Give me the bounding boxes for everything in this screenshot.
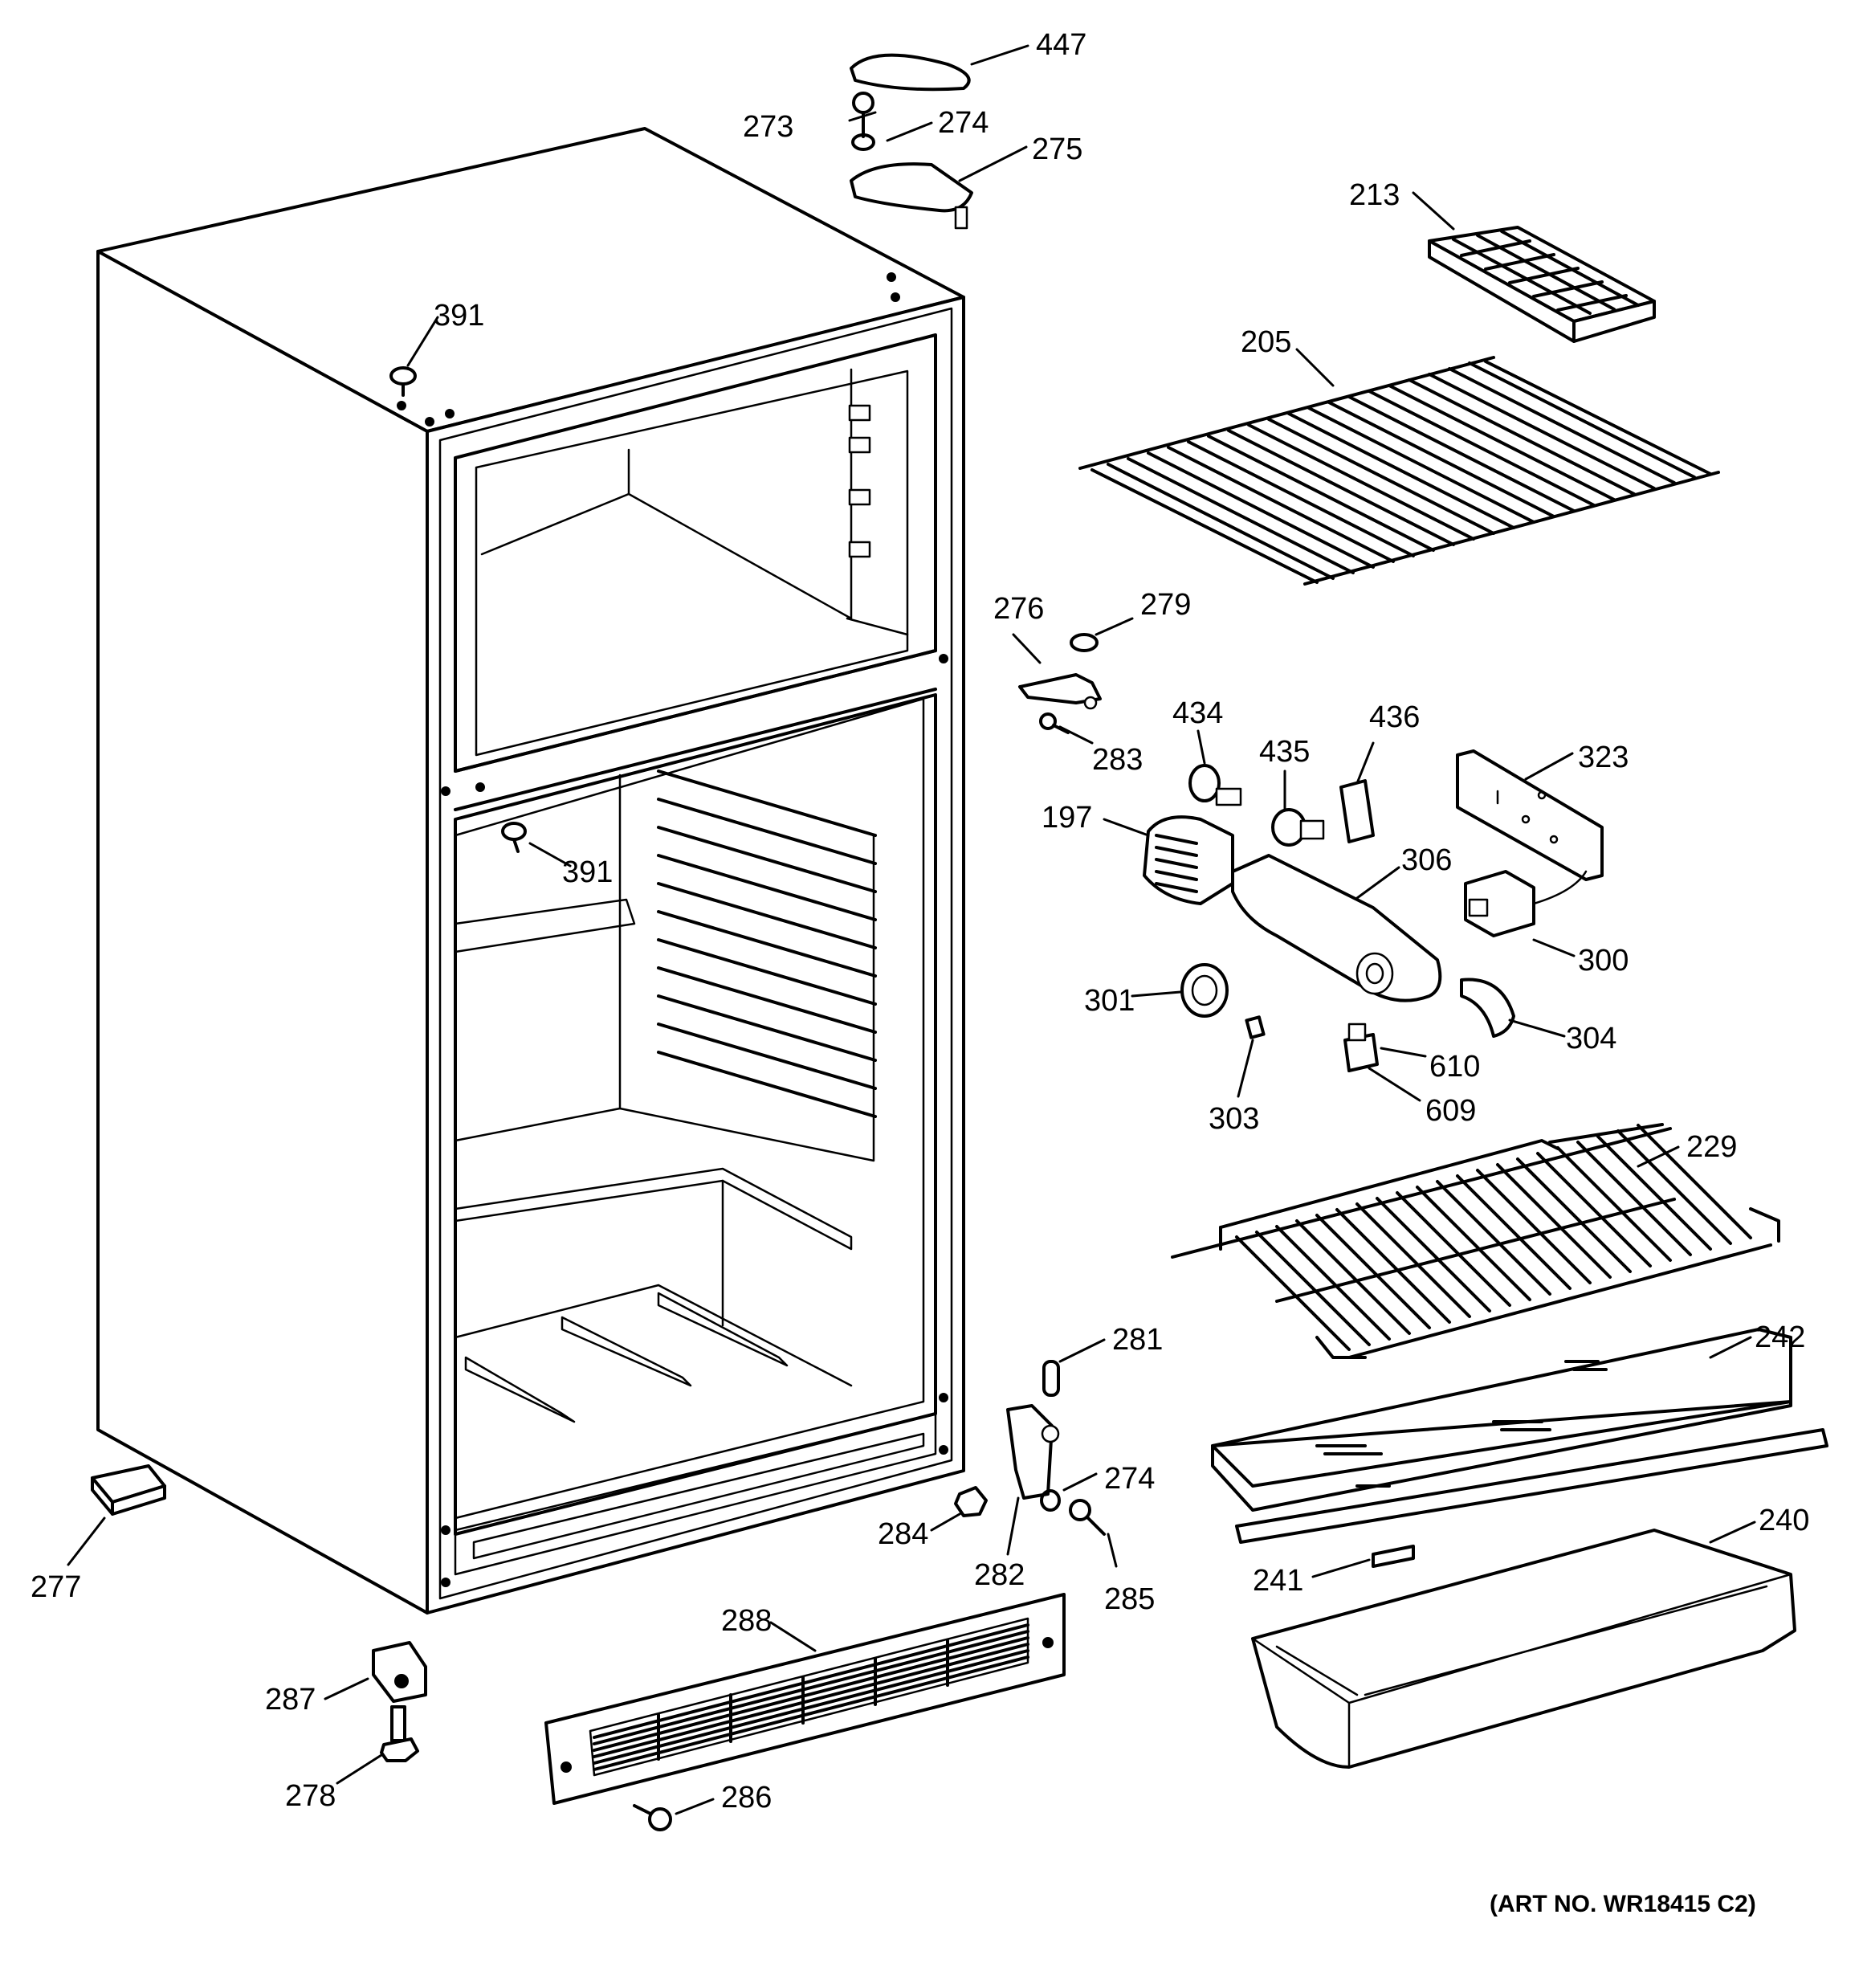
part-213-ice-tray	[1428, 226, 1656, 343]
part-241-trim	[1372, 1545, 1415, 1568]
part-274-washer-lower	[1040, 1489, 1061, 1512]
callout-447: 447	[1036, 28, 1086, 62]
part-276-hinge-bracket	[1018, 673, 1102, 704]
callout-205: 205	[1241, 325, 1291, 359]
part-283-screw	[1039, 712, 1070, 734]
part-274-washer	[851, 133, 875, 151]
callout-304: 304	[1566, 1022, 1616, 1055]
part-275-top-hinge	[850, 162, 973, 213]
callout-609: 609	[1425, 1094, 1476, 1128]
leader-lines	[67, 44, 1756, 1815]
refrigerator-cabinet	[96, 127, 965, 1614]
part-282-bottom-hinge	[1006, 1404, 1060, 1500]
callout-229: 229	[1686, 1130, 1737, 1164]
callout-241: 241	[1253, 1564, 1303, 1598]
callout-435: 435	[1259, 735, 1310, 769]
callout-436: 436	[1369, 700, 1420, 734]
part-304-bracket	[1460, 978, 1515, 1038]
callout-300: 300	[1578, 944, 1629, 978]
callout-283: 283	[1092, 743, 1143, 777]
part-285-screw	[1069, 1499, 1106, 1536]
callout-labels: 447 273 274 275 213 205 391 391 276 279 …	[31, 28, 1809, 1815]
part-323-mounting-plate	[1456, 749, 1604, 881]
callout-276: 276	[993, 592, 1044, 626]
part-273-screw	[852, 92, 874, 138]
callout-273: 273	[743, 110, 793, 144]
part-229-fresh-food-shelf	[1171, 1123, 1780, 1359]
callout-278: 278	[285, 1779, 336, 1813]
part-287-leveling-bracket	[372, 1641, 427, 1703]
part-391-plug-top	[389, 366, 417, 397]
callout-391-top: 391	[434, 299, 484, 333]
part-242-glass-shelf	[1211, 1328, 1828, 1544]
art-number: (ART NO. WR18415 C2)	[1490, 1891, 1756, 1917]
part-436-clip	[1339, 779, 1375, 843]
callout-284: 284	[878, 1517, 928, 1551]
callout-287: 287	[265, 1683, 316, 1717]
callout-277: 277	[31, 1570, 81, 1604]
callout-242: 242	[1755, 1321, 1805, 1354]
callout-303: 303	[1209, 1102, 1259, 1136]
part-240-pan	[1251, 1529, 1796, 1769]
part-277-leveling-block	[91, 1464, 166, 1516]
callout-285: 285	[1104, 1582, 1155, 1616]
part-286-screw	[633, 1804, 672, 1831]
callout-323: 323	[1578, 741, 1629, 774]
callout-610: 610	[1429, 1050, 1480, 1084]
callout-282: 282	[974, 1558, 1025, 1592]
callout-434: 434	[1172, 696, 1223, 730]
callout-281: 281	[1112, 1323, 1163, 1357]
callout-240: 240	[1759, 1504, 1809, 1537]
part-610-switch	[1343, 1023, 1379, 1072]
part-434-light-bulb	[1188, 764, 1242, 806]
callout-286: 286	[721, 1781, 772, 1815]
part-306-control-housing	[1231, 854, 1442, 1002]
part-435-socket	[1271, 808, 1325, 847]
callout-274-lower: 274	[1104, 1462, 1155, 1496]
part-391-plug-inner	[501, 822, 527, 853]
part-284-nut	[954, 1486, 988, 1517]
callout-301: 301	[1084, 984, 1135, 1018]
callout-275: 275	[1032, 133, 1082, 166]
part-288-base-grille	[544, 1593, 1066, 1805]
part-197-light-shield	[1143, 815, 1234, 905]
callout-274: 274	[938, 106, 989, 140]
part-300-thermostat	[1464, 870, 1588, 937]
part-303-indicator	[1245, 1015, 1266, 1039]
part-301-control-knob	[1180, 963, 1229, 1018]
callout-288: 288	[721, 1604, 772, 1638]
part-447-hinge-cover	[850, 53, 971, 92]
callout-213: 213	[1349, 178, 1400, 212]
callout-279: 279	[1140, 588, 1191, 622]
callout-197: 197	[1042, 801, 1092, 835]
callout-306: 306	[1401, 843, 1452, 877]
part-278-leveling-leg	[380, 1705, 419, 1762]
part-279-washer	[1070, 633, 1099, 652]
part-205-freezer-shelf	[1078, 356, 1720, 586]
part-281-pin	[1042, 1360, 1060, 1397]
callout-391-inner: 391	[562, 855, 613, 889]
